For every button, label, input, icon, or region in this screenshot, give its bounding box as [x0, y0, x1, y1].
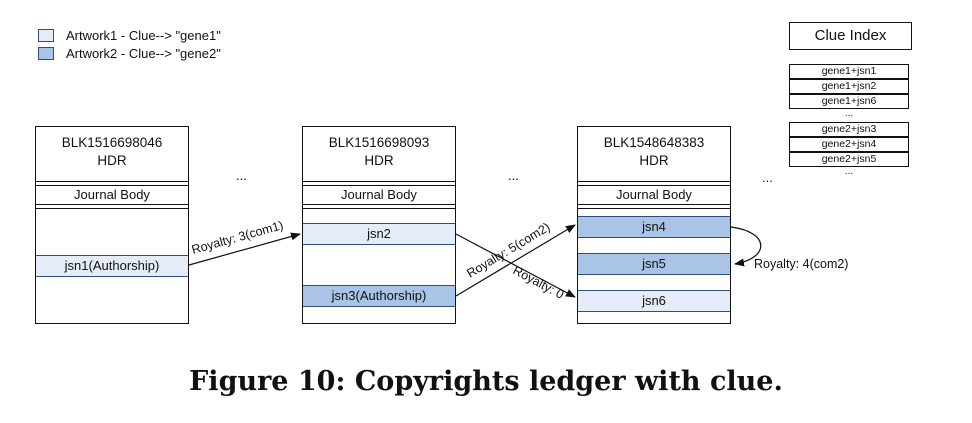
clue-entry: gene2+jsn5: [789, 152, 909, 167]
journal-row-jsn3: jsn3(Authorship): [303, 285, 455, 307]
arrow-jsn2-to-jsn6: [455, 233, 576, 298]
block-3: BLK1548648383 HDR Journal Body jsn4 jsn5…: [577, 126, 731, 324]
divider: [303, 185, 455, 186]
divider: [303, 204, 455, 205]
block-hdr-label: HDR: [364, 153, 394, 168]
arrow-jsn1-to-jsn2: [188, 232, 301, 266]
divider: [578, 181, 730, 182]
block-1: BLK1516698046 HDR Journal Body jsn1(Auth…: [35, 126, 189, 324]
journal-body-label: Journal Body: [616, 187, 692, 202]
clue-entry: gene2+jsn3: [789, 122, 909, 137]
journal-body-label: Journal Body: [341, 187, 417, 202]
divider: [578, 185, 730, 186]
arrow-jsn3-to-jsn4: [455, 224, 576, 297]
divider: [36, 185, 188, 186]
ellipsis: ...: [236, 168, 247, 183]
arrow-label-royalty-5: Royalty: 5(com2): [464, 220, 552, 281]
arrow-label-royalty-0: Royalty: 0: [511, 263, 567, 301]
journal-body-label: Journal Body: [74, 187, 150, 202]
block-header: BLK1516698046 HDR: [36, 134, 188, 170]
divider: [36, 204, 188, 205]
divider: [578, 208, 730, 209]
legend-label: Artwork1 - Clue--> "gene1": [66, 28, 221, 43]
legend-swatch-light: [38, 29, 54, 42]
clue-entry: gene2+jsn4: [789, 137, 909, 152]
block-id: BLK1548648383: [603, 135, 705, 150]
journal-row-jsn5: jsn5: [578, 253, 730, 275]
clue-ellipsis: ...: [844, 108, 854, 119]
legend-label: Artwork2 - Clue--> "gene2": [66, 46, 221, 61]
divider: [578, 204, 730, 205]
figure-caption: Figure 10: Copyrights ledger with clue.: [189, 366, 783, 397]
journal-row-jsn1: jsn1(Authorship): [36, 255, 188, 277]
legend-item-artwork2: Artwork2 - Clue--> "gene2": [38, 46, 221, 61]
journal-row-jsn4: jsn4: [578, 216, 730, 238]
arrow-jsn4-to-jsn5: [730, 226, 762, 267]
ellipsis: ...: [762, 170, 773, 185]
divider: [303, 181, 455, 182]
ellipsis: ...: [508, 168, 519, 183]
legend-item-artwork1: Artwork1 - Clue--> "gene1": [38, 28, 221, 43]
block-2: BLK1516698093 HDR Journal Body jsn2 jsn3…: [302, 126, 456, 324]
block-id: BLK1516698093: [328, 135, 430, 150]
block-header: BLK1516698093 HDR: [303, 134, 455, 170]
block-header: BLK1548648383 HDR: [578, 134, 730, 170]
clue-index-title: Clue Index: [789, 22, 912, 50]
journal-row-jsn2: jsn2: [303, 223, 455, 245]
arrow-label-royalty-4: Royalty: 4(com2): [754, 257, 848, 271]
divider: [36, 181, 188, 182]
divider: [36, 208, 188, 209]
clue-ellipsis: ...: [844, 166, 854, 177]
legend-swatch-dark: [38, 47, 54, 60]
clue-entry: gene1+jsn2: [789, 79, 909, 94]
divider: [303, 208, 455, 209]
block-id: BLK1516698046: [61, 135, 163, 150]
clue-entry: gene1+jsn1: [789, 64, 909, 79]
block-hdr-label: HDR: [97, 153, 127, 168]
journal-row-jsn6: jsn6: [578, 290, 730, 312]
clue-entry: gene1+jsn6: [789, 94, 909, 109]
block-hdr-label: HDR: [639, 153, 669, 168]
